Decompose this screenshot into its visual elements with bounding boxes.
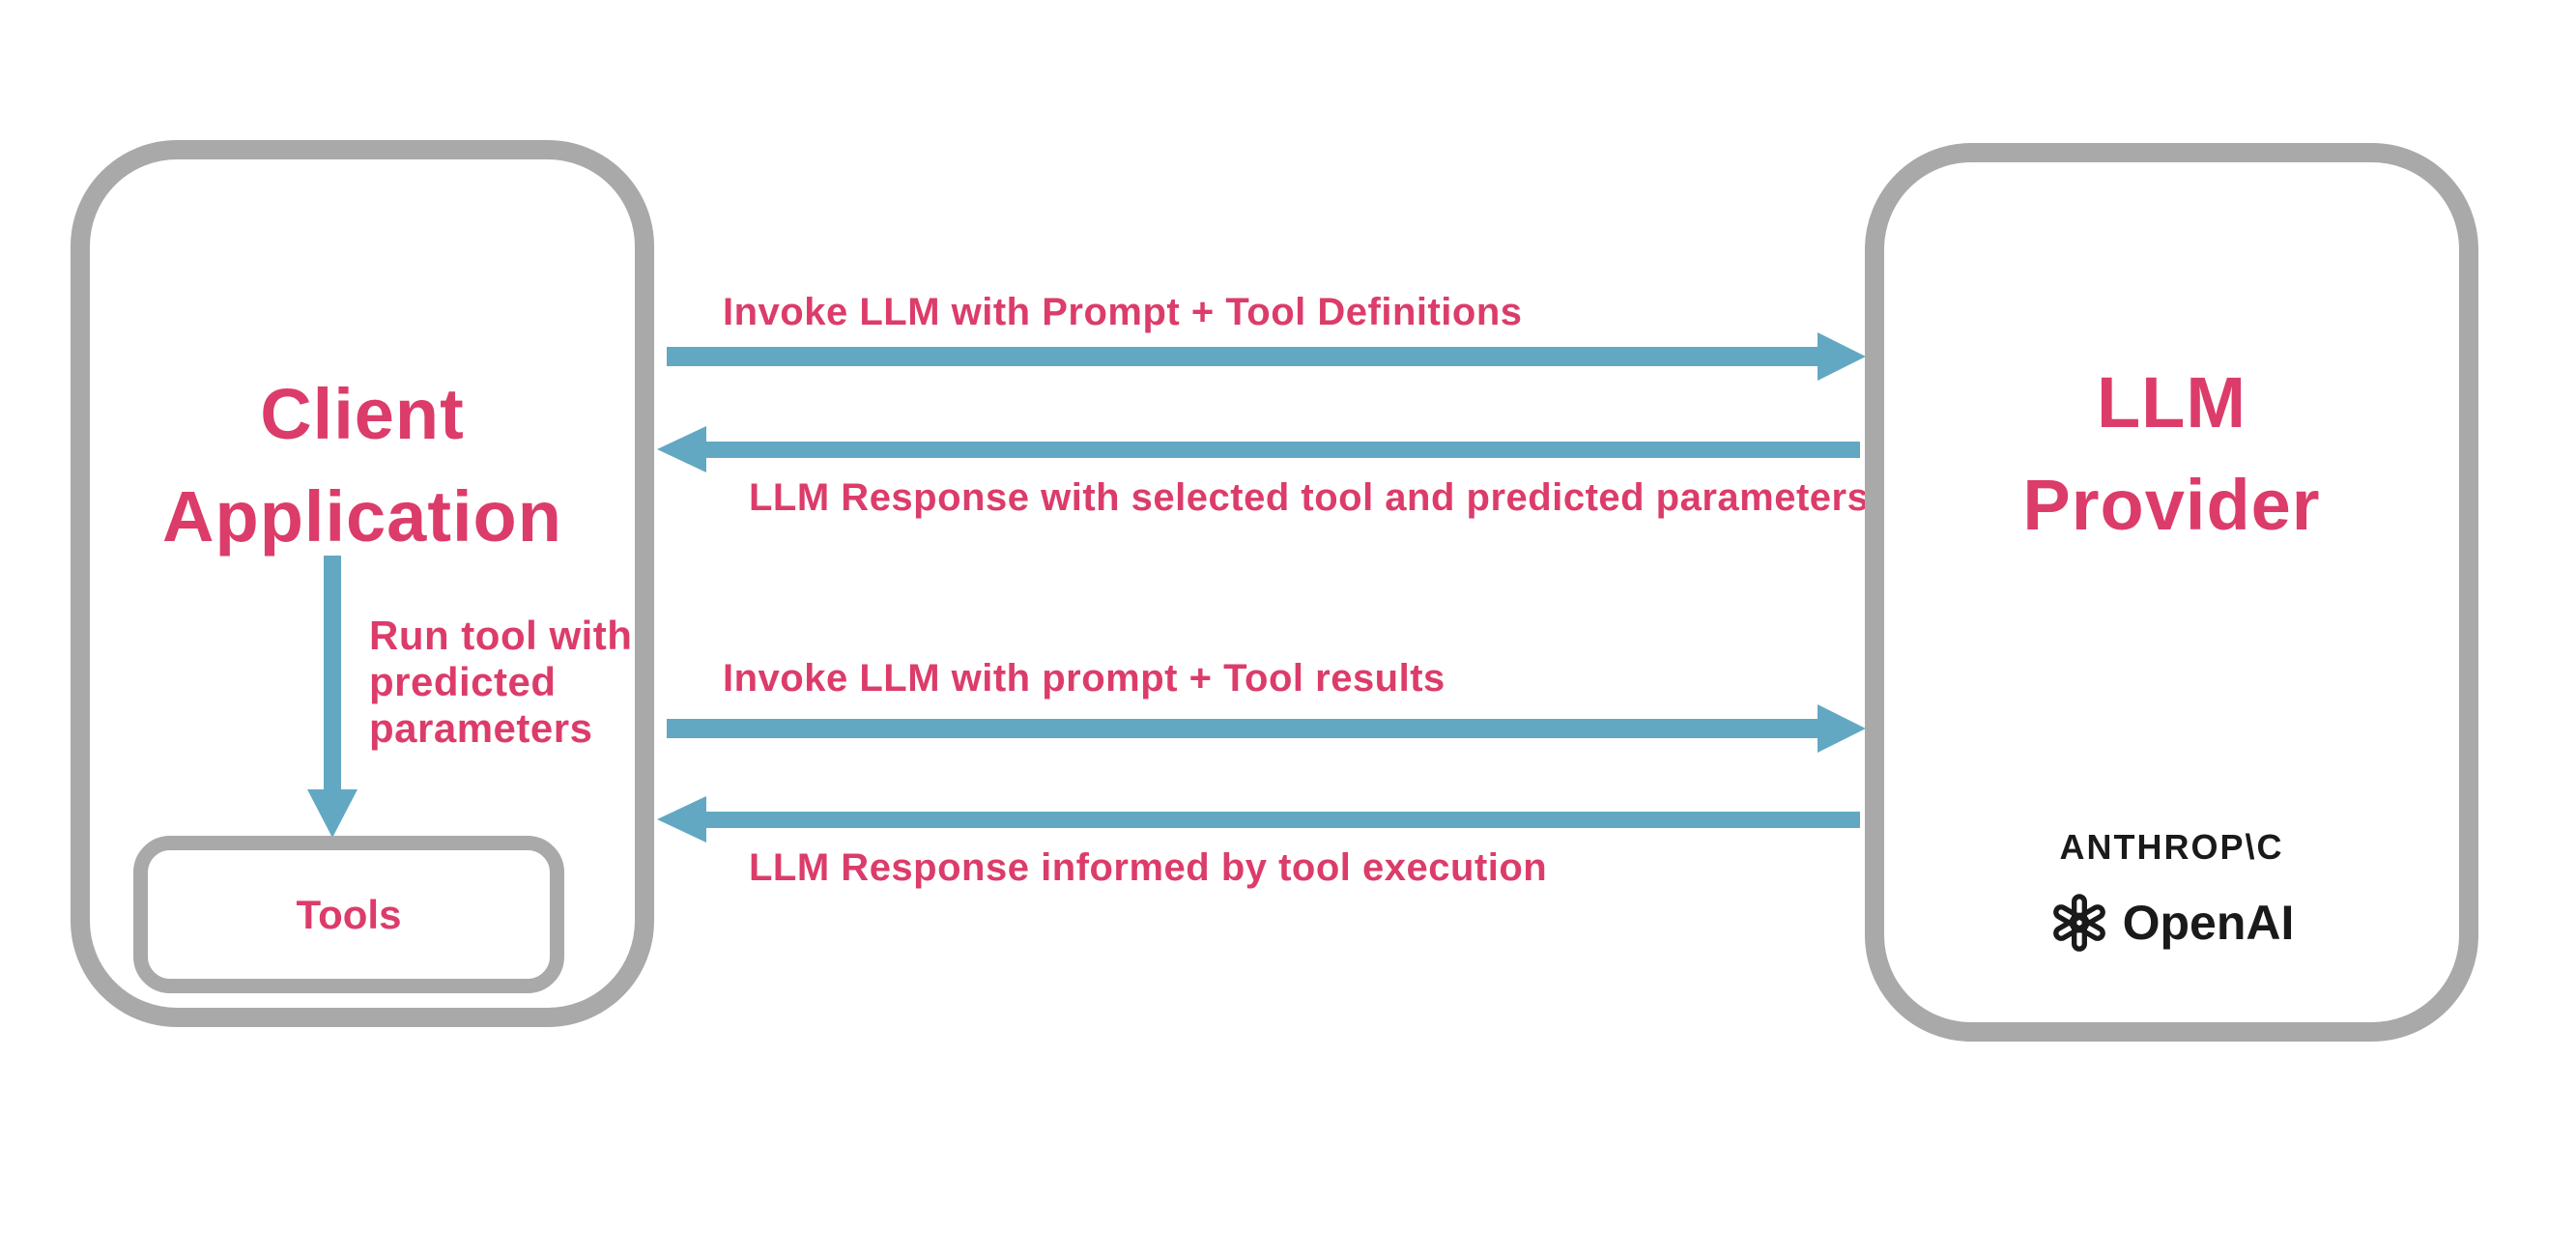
flow-4-label: LLM Response informed by tool execution — [749, 846, 1548, 889]
flow-1-arrow-head-icon — [1818, 332, 1866, 381]
flow-3-label: Invoke LLM with prompt + Tool results — [723, 657, 1445, 700]
flow-4-arrow-shaft — [706, 812, 1860, 828]
openai-flower-icon — [2052, 894, 2105, 952]
flow-2-label: LLM Response with selected tool and pred… — [749, 476, 1870, 519]
llm-title-line1: LLM — [2096, 362, 2247, 443]
flow-2-arrow-left — [657, 426, 1860, 472]
client-title-line2: Application — [162, 476, 562, 557]
flow-3-arrow-head-icon — [1818, 704, 1866, 753]
flow-3-arrow-right — [667, 704, 1866, 753]
client-title-line1: Client — [260, 374, 465, 454]
client-application-title: Client Application — [71, 363, 654, 568]
run-tool-arrow — [307, 556, 358, 838]
flow-4-arrow-head-icon — [657, 796, 706, 843]
run-tool-label-line1: Run tool with — [369, 613, 633, 658]
flow-1-label: Invoke LLM with Prompt + Tool Definition… — [723, 291, 1523, 333]
llm-title-line2: Provider — [2022, 465, 2321, 545]
llm-provider-title: LLM Provider — [1865, 352, 2478, 557]
flow-2-arrow-shaft — [706, 442, 1860, 458]
provider-logos: ANTHROP\C OpenAI — [1865, 827, 2478, 953]
run-tool-label-line3: parameters — [369, 705, 593, 751]
anthropic-logo: ANTHROP\C — [2059, 827, 2284, 867]
flow-1-arrow-shaft — [667, 347, 1818, 366]
flow-3-arrow-shaft — [667, 719, 1818, 738]
openai-logo: OpenAI — [2049, 893, 2295, 953]
run-tool-label-line2: predicted — [369, 659, 557, 704]
tools-box: Tools — [133, 836, 564, 993]
tools-label: Tools — [296, 891, 402, 937]
openai-logo-text: OpenAI — [2122, 896, 2295, 950]
run-tool-label: Run tool with predicted parameters — [369, 613, 632, 752]
run-tool-arrow-head-icon — [307, 789, 358, 838]
flow-1-arrow-right — [667, 332, 1866, 381]
flow-2-arrow-head-icon — [657, 426, 706, 472]
llm-provider-box — [1865, 143, 2478, 1042]
run-tool-arrow-shaft — [324, 556, 341, 789]
flow-4-arrow-left — [657, 796, 1860, 843]
